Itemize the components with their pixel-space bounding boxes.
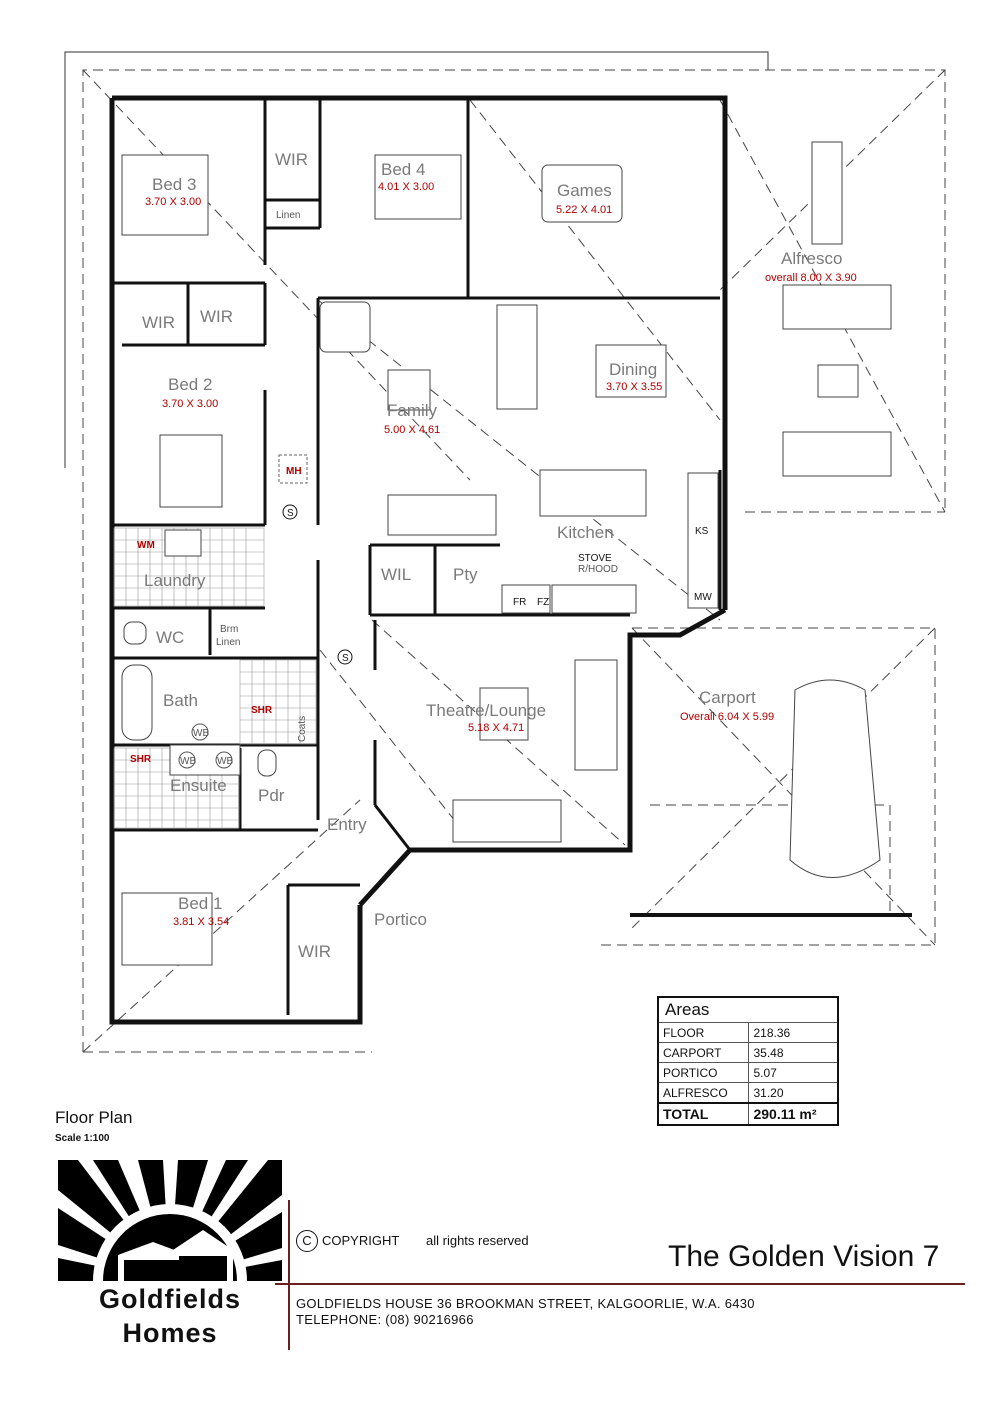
room-brm: Brm (220, 624, 238, 635)
room-wir-master: WIR (298, 942, 331, 961)
fixture-fz: FZ (537, 597, 549, 608)
dim-bed1: 3.81 X 3.54 (173, 916, 229, 928)
roof-outline (64, 51, 946, 1053)
dim-carport: Overall 6.04 X 5.99 (680, 711, 774, 723)
design-name: The Golden Vision 7 (668, 1240, 940, 1273)
company-telephone: TELEPHONE: (08) 90216966 (296, 1312, 474, 1327)
room-entry: Entry (327, 815, 367, 834)
brand-name: Goldfields Homes (98, 1284, 241, 1348)
room-pdr: Pdr (258, 786, 285, 805)
dim-games: 5.22 X 4.01 (556, 204, 612, 216)
dim-bed3: 3.70 X 3.00 (145, 196, 201, 208)
dim-family: 5.00 X 4.61 (384, 424, 440, 436)
fixture-wb-2: WB (180, 756, 196, 767)
room-portico: Portico (374, 910, 427, 929)
company-address: GOLDFIELDS HOUSE 36 BROOKMAN STREET, KAL… (296, 1296, 755, 1311)
room-bed1: Bed 1 (178, 894, 222, 913)
fixture-mh: MH (286, 466, 302, 477)
interior-walls (112, 100, 722, 1015)
fixture-wm: WM (137, 540, 155, 551)
room-wir-a: WIR (142, 313, 175, 332)
room-theatre: Theatre/Lounge (426, 701, 546, 720)
fixture-smoke-2: S (342, 653, 349, 664)
room-wil: WIL (381, 565, 411, 584)
room-alfresco: Alfresco (781, 249, 842, 268)
dim-bed4: 4.01 X 3.00 (378, 181, 434, 193)
copyright-icon: C (296, 1230, 318, 1252)
dim-theatre: 5.18 X 4.71 (468, 722, 524, 734)
fixture-rhood: R/HOOD (578, 564, 618, 575)
room-games: Games (557, 181, 612, 200)
fixture-coats: Coats (297, 716, 308, 742)
areas-title: Areas (657, 996, 839, 1023)
fixture-shr-ensuite: SHR (130, 754, 152, 765)
plan-scale: Scale 1:100 (55, 1133, 110, 1144)
fixture-stove: STOVE (578, 553, 612, 564)
plan-title: Floor Plan (55, 1108, 133, 1127)
footer-divider-vertical (288, 1200, 290, 1350)
room-bed2: Bed 2 (168, 375, 212, 394)
dim-dining: 3.70 X 3.55 (606, 381, 662, 393)
copyright-text: COPYRIGHT (322, 1233, 400, 1248)
room-bath: Bath (163, 691, 198, 710)
room-linen: Linen (276, 210, 300, 221)
room-carport: Carport (699, 688, 756, 707)
fixture-wb-3: WB (217, 756, 233, 767)
footer-divider-horizontal (275, 1283, 965, 1285)
company-logo (58, 1160, 282, 1281)
room-kitchen: Kitchen (557, 523, 614, 542)
room-pty: Pty (453, 565, 478, 584)
dim-bed2: 3.70 X 3.00 (162, 398, 218, 410)
room-labels: Bed 3 3.70 X 3.00 WIR Bed 4 4.01 X 3.00 … (142, 150, 857, 961)
fixture-smoke-1: S (287, 508, 294, 519)
room-dining: Dining (609, 360, 657, 379)
room-laundry: Laundry (144, 571, 206, 590)
room-ensuite: Ensuite (170, 776, 227, 795)
room-bed3: Bed 3 (152, 175, 196, 194)
room-wir-top: WIR (275, 150, 308, 169)
furniture (121, 141, 892, 966)
dim-alfresco: overall 8.00 X 3.90 (765, 272, 857, 284)
rights-text: all rights reserved (426, 1233, 529, 1248)
fixture-shr-bath: SHR (251, 705, 273, 716)
fixture-mw: MW (694, 592, 712, 603)
room-wc: WC (156, 628, 184, 647)
room-family: Family (387, 401, 438, 420)
fixture-labels: MH S S WM SHR SHR Coats STOVE R/HOOD FR … (130, 454, 712, 769)
fixture-wb-1: WB (193, 728, 209, 739)
room-brm-linen: Linen (216, 637, 240, 648)
fixture-fr: FR (513, 597, 526, 608)
room-wir-b: WIR (200, 307, 233, 326)
fixture-ks: KS (695, 526, 709, 537)
room-bed4: Bed 4 (381, 160, 425, 179)
floor-plan-drawing: Bed 3 3.70 X 3.00 WIR Bed 4 4.01 X 3.00 … (64, 51, 946, 1053)
outer-walls (109, 95, 912, 1025)
